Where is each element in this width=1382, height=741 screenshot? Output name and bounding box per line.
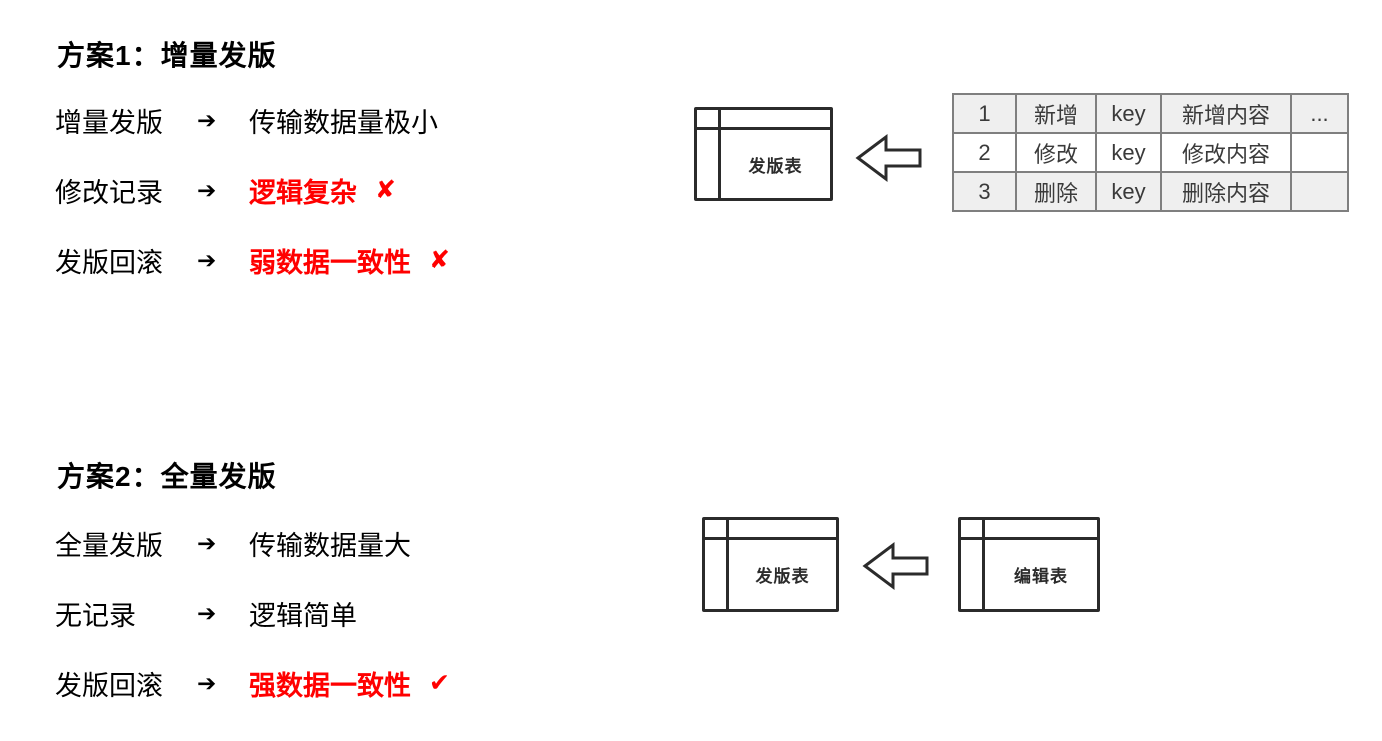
box-header-row-divider	[697, 127, 830, 130]
plan1-feature-row: 发版回滚 ➔ 弱数据一致性 ✘	[55, 243, 450, 278]
release-table-box: 发版表	[702, 517, 839, 612]
feature-value: 传输数据量极小	[249, 107, 438, 138]
feature-label: 全量发版	[55, 530, 163, 561]
plan1-feature-row: 增量发版 ➔ 传输数据量极小	[55, 103, 438, 138]
table-cell: 删除内容	[1160, 171, 1292, 212]
feature-value: 逻辑复杂	[249, 177, 357, 208]
feature-value: 强数据一致性	[249, 670, 411, 701]
table-cell	[1290, 171, 1349, 212]
table-cell	[1290, 132, 1349, 173]
table-row: 3 删除 key 删除内容	[952, 171, 1349, 212]
feature-label: 修改记录	[55, 177, 163, 208]
feature-value: 传输数据量大	[249, 530, 411, 561]
box-key-column-divider	[982, 520, 985, 609]
cross-icon: ✘	[375, 176, 396, 204]
table-cell: 删除	[1015, 171, 1097, 212]
table-cell: 修改内容	[1160, 132, 1292, 173]
box-key-column-divider	[718, 110, 721, 198]
plan2-feature-row: 全量发版 ➔ 传输数据量大	[55, 526, 411, 561]
edit-table-box: 编辑表	[958, 517, 1100, 612]
table-row: 2 修改 key 修改内容	[952, 132, 1349, 173]
feature-label: 发版回滚	[55, 247, 163, 278]
edit-table-label: 编辑表	[1014, 567, 1068, 586]
table-row: 1 新增 key 新增内容 ...	[952, 93, 1349, 134]
right-arrow-icon: ➔	[197, 669, 217, 696]
table-cell: key	[1095, 171, 1162, 212]
feature-value: 弱数据一致性	[249, 247, 411, 278]
table-cell: 修改	[1015, 132, 1097, 173]
table-cell: key	[1095, 93, 1162, 134]
plan2-feature-row: 无记录 ➔ 逻辑简单	[55, 596, 357, 631]
plan1-title: 方案1：增量发版	[57, 40, 277, 71]
table-cell: ...	[1290, 93, 1349, 134]
right-arrow-icon: ➔	[197, 176, 217, 203]
plan1-feature-row: 修改记录 ➔ 逻辑复杂 ✘	[55, 173, 396, 208]
feature-label: 发版回滚	[55, 670, 163, 701]
table-cell: 3	[952, 171, 1017, 212]
release-table-box: 发版表	[694, 107, 833, 201]
right-arrow-icon: ➔	[197, 529, 217, 556]
table-cell: 新增内容	[1160, 93, 1292, 134]
feature-label: 增量发版	[55, 107, 163, 138]
right-arrow-icon: ➔	[197, 106, 217, 133]
check-icon: ✔	[429, 669, 450, 697]
cross-icon: ✘	[429, 246, 450, 274]
box-key-column-divider	[726, 520, 729, 609]
hollow-left-arrow-icon	[855, 134, 922, 182]
release-table-label: 发版表	[755, 567, 810, 586]
right-arrow-icon: ➔	[197, 246, 217, 273]
release-table-label: 发版表	[748, 156, 803, 176]
table-cell: 1	[952, 93, 1017, 134]
table-cell: key	[1095, 132, 1162, 173]
plan2-feature-row: 发版回滚 ➔ 强数据一致性 ✔	[55, 666, 450, 701]
feature-value: 逻辑简单	[249, 600, 357, 631]
right-arrow-icon: ➔	[197, 599, 217, 626]
hollow-left-arrow-icon	[862, 542, 929, 590]
change-log-table: 1 新增 key 新增内容 ... 2 修改 key 修改内容 3 删除 key…	[952, 93, 1349, 212]
table-cell: 新增	[1015, 93, 1097, 134]
feature-label: 无记录	[55, 600, 136, 631]
table-cell: 2	[952, 132, 1017, 173]
plan2-title: 方案2：全量发版	[57, 461, 277, 492]
box-header-row-divider	[961, 537, 1097, 540]
box-header-row-divider	[705, 537, 836, 540]
